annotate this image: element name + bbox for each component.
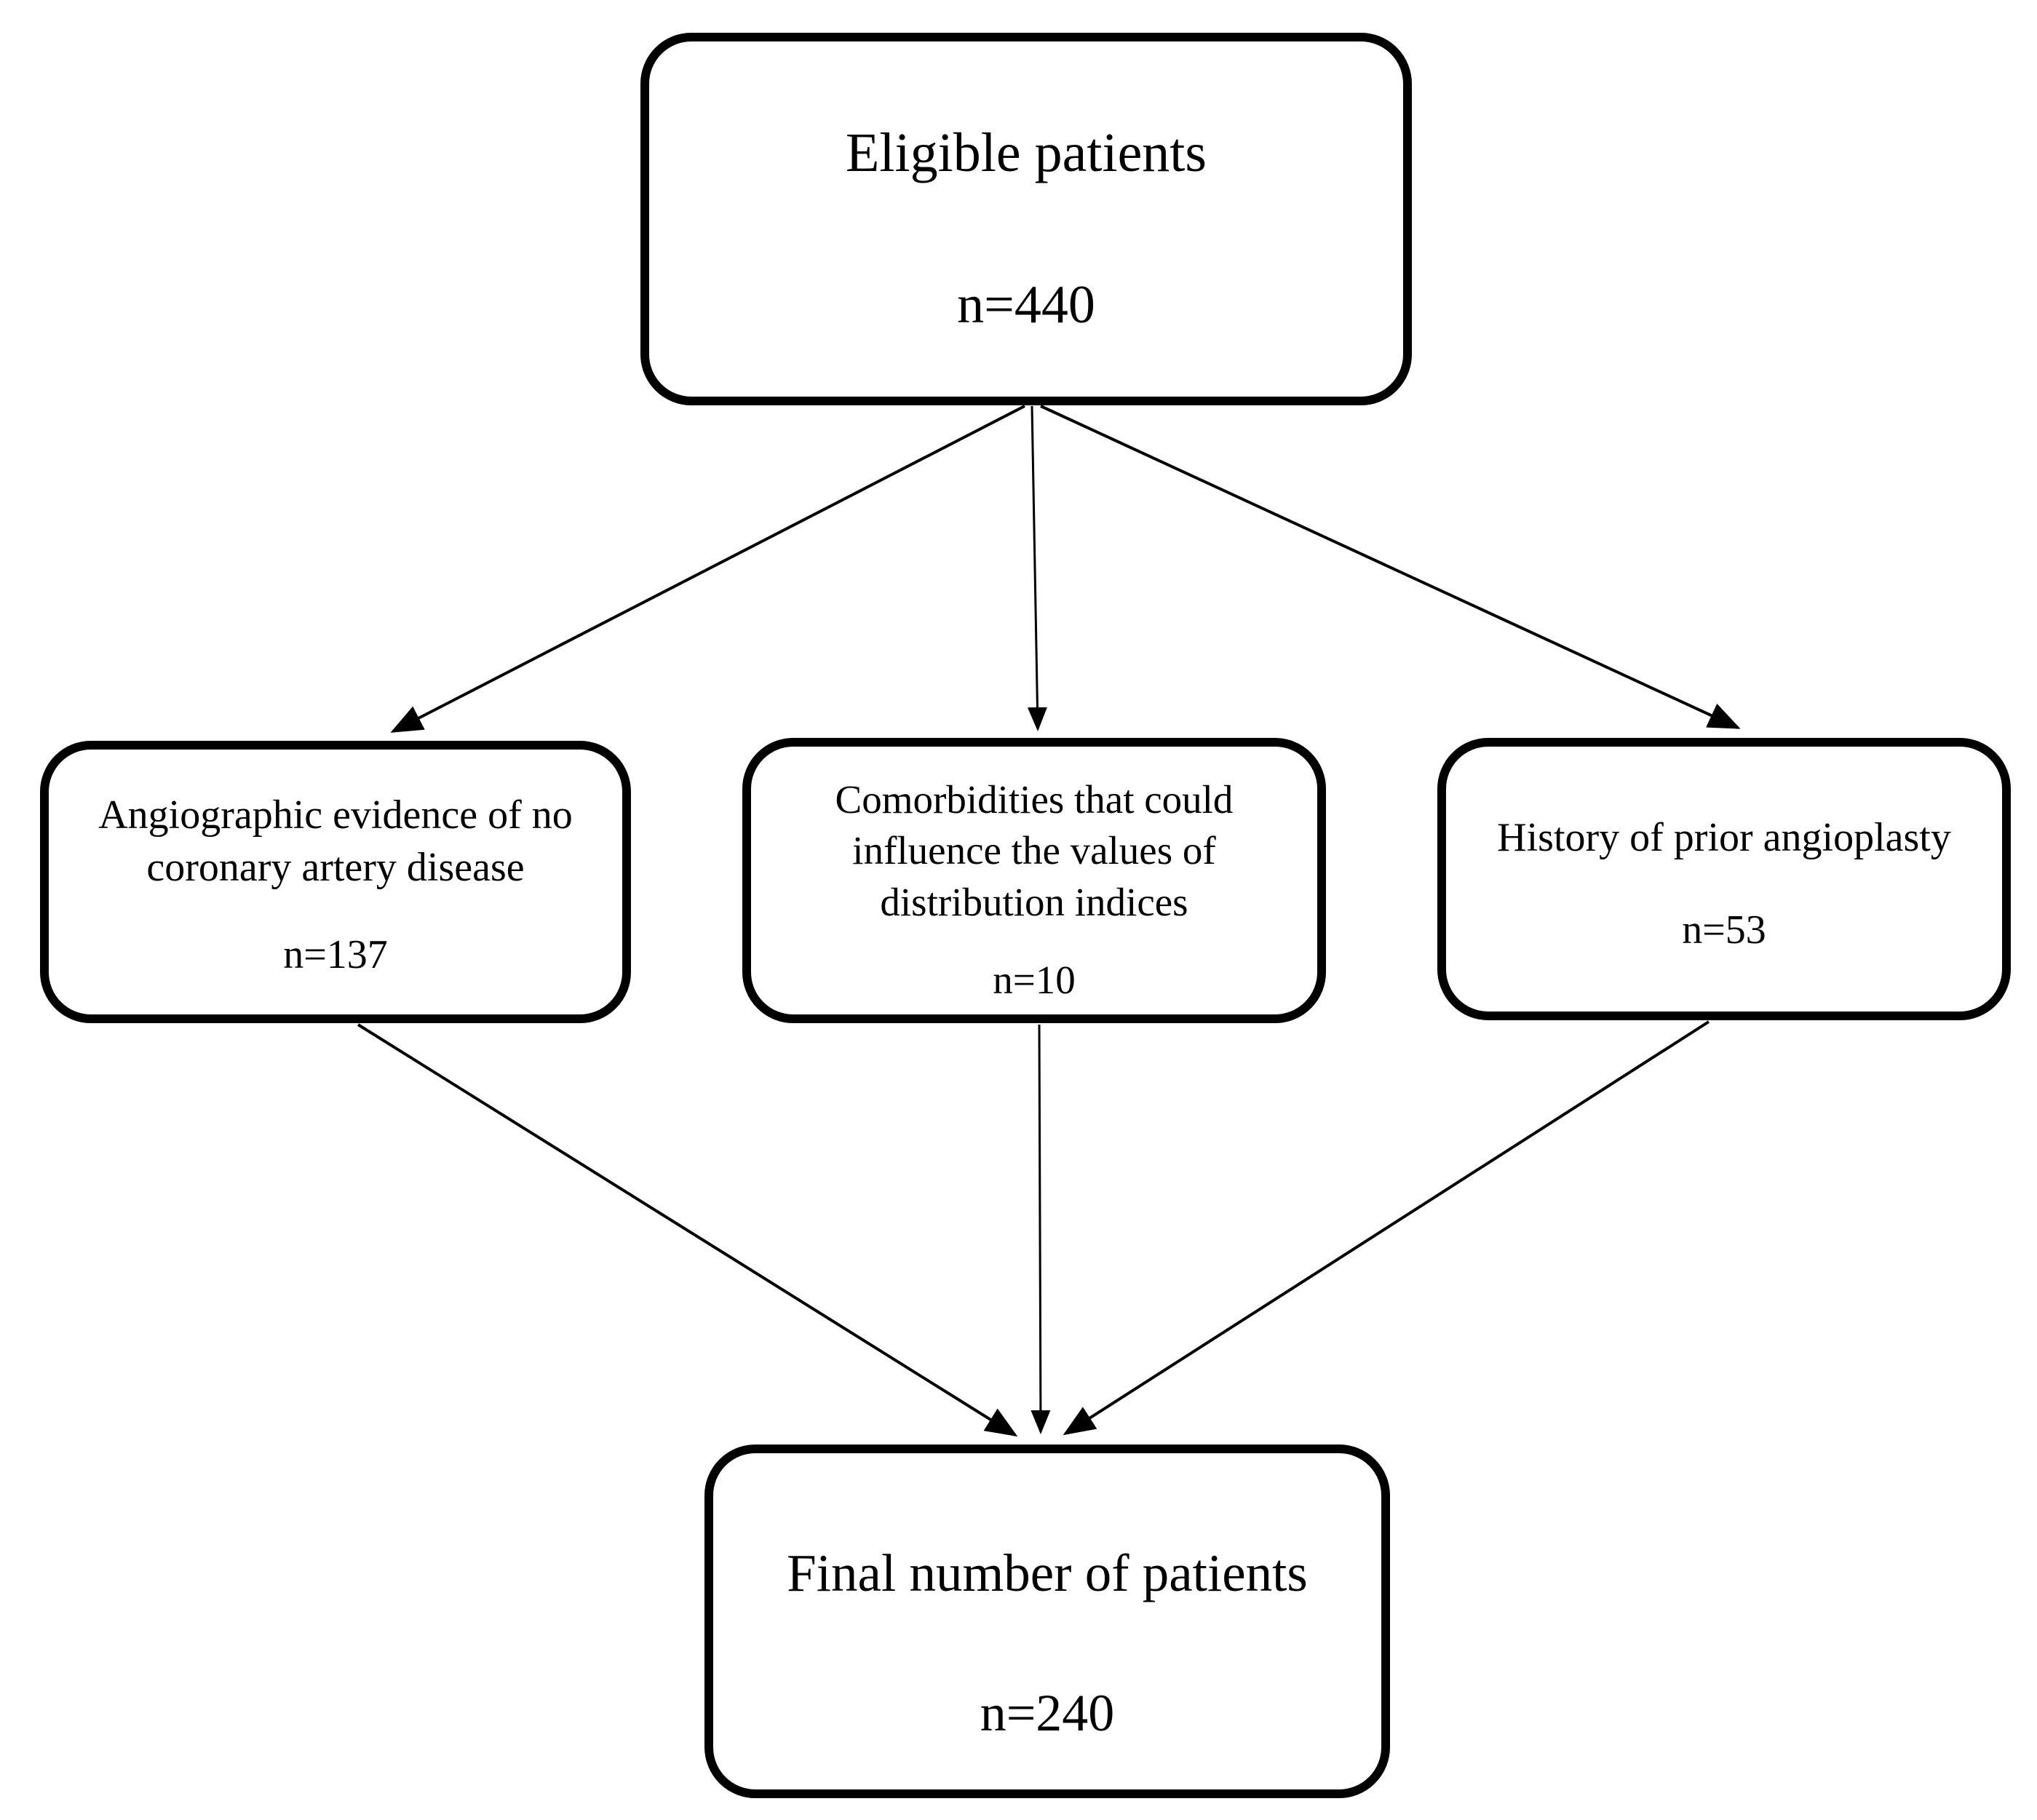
node-prior-angioplasty: History of prior angioplasty n=53 bbox=[1437, 738, 2011, 1020]
node-angiographic-evidence-label: Angiographic evidence of no coronary art… bbox=[98, 792, 573, 890]
node-eligible-patients-count: n=440 bbox=[957, 275, 1095, 335]
node-final-patients-count: n=240 bbox=[980, 1684, 1115, 1743]
edge-eligible-to-comorbidities bbox=[1027, 405, 1047, 731]
node-eligible-patients-label: Eligible patients bbox=[845, 122, 1207, 183]
edge-eligible-to-angiographic bbox=[390, 405, 1025, 733]
node-comorbidities-count: n=10 bbox=[993, 958, 1076, 1003]
edge-comorbidities-to-final bbox=[1031, 1024, 1051, 1434]
edge-angioplasty-to-final bbox=[1063, 1020, 1710, 1436]
edge-eligible-to-angioplasty bbox=[1040, 405, 1741, 729]
node-final-patients: Final number of patients n=240 bbox=[704, 1445, 1390, 1798]
node-angiographic-evidence-count: n=137 bbox=[283, 932, 388, 978]
node-final-patients-label: Final number of patients bbox=[787, 1543, 1308, 1602]
node-prior-angioplasty-count: n=53 bbox=[1682, 907, 1766, 953]
node-comorbidities-label: Comorbidities that could influence the v… bbox=[835, 777, 1234, 924]
edge-angiographic-to-final bbox=[357, 1023, 1018, 1437]
node-comorbidities: Comorbidities that could influence the v… bbox=[742, 738, 1326, 1023]
node-prior-angioplasty-label: History of prior angioplasty bbox=[1497, 815, 1951, 860]
node-angiographic-evidence: Angiographic evidence of no coronary art… bbox=[40, 741, 631, 1023]
node-eligible-patients: Eligible patients n=440 bbox=[640, 33, 1412, 405]
